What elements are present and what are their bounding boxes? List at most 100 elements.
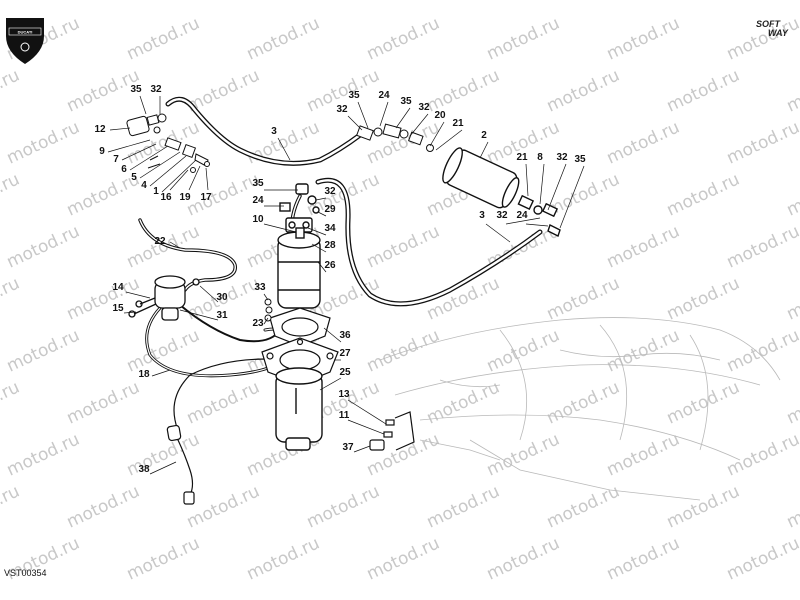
leader-line bbox=[485, 223, 511, 243]
callout-35: 35 bbox=[130, 84, 142, 95]
watermark-text: motod.ru bbox=[4, 429, 83, 480]
pump-flange bbox=[269, 307, 331, 347]
regulator bbox=[128, 275, 200, 321]
leader-line bbox=[429, 121, 445, 147]
callout-20: 20 bbox=[434, 110, 446, 121]
watermark-text: motod.ru bbox=[784, 377, 800, 428]
watermark-text: motod.ru bbox=[484, 13, 563, 64]
pump-housing bbox=[275, 367, 323, 451]
leader-line bbox=[149, 461, 177, 475]
watermark-text: motod.ru bbox=[784, 273, 800, 324]
watermark-text: motod.ru bbox=[604, 117, 683, 168]
watermark-text: motod.ru bbox=[4, 325, 83, 376]
callout-33: 33 bbox=[254, 282, 266, 293]
callout-2: 2 bbox=[481, 130, 487, 141]
watermark-text: motod.ru bbox=[364, 325, 443, 376]
callout-1: 1 bbox=[153, 186, 159, 197]
leader-lines bbox=[107, 95, 585, 475]
watermark-text: motod.ru bbox=[364, 117, 443, 168]
callout-19: 19 bbox=[179, 192, 191, 203]
fittings-left bbox=[126, 113, 210, 173]
leader-line bbox=[151, 369, 171, 377]
watermark-text: motod.ru bbox=[664, 65, 743, 116]
watermark-text: motod.ru bbox=[424, 65, 503, 116]
ducati-logo: DUCATI bbox=[6, 18, 44, 64]
callout-3: 3 bbox=[479, 210, 485, 221]
watermark-text: motod.ru bbox=[64, 481, 143, 532]
callout-28: 28 bbox=[324, 240, 336, 251]
leader-line bbox=[188, 165, 201, 191]
callout-4: 4 bbox=[141, 180, 147, 191]
leader-line bbox=[395, 107, 411, 129]
callout-21: 21 bbox=[452, 118, 464, 129]
callout-5: 5 bbox=[131, 172, 137, 183]
leader-line bbox=[319, 377, 342, 391]
leader-line bbox=[505, 217, 541, 225]
callout-38: 38 bbox=[138, 464, 150, 475]
watermark-text: motod.ru bbox=[184, 169, 263, 220]
callout-36: 36 bbox=[339, 330, 351, 341]
leader-line bbox=[409, 113, 429, 137]
drawing-code: VST00354 bbox=[4, 568, 47, 578]
leader-line bbox=[317, 261, 327, 273]
leader-line bbox=[149, 155, 187, 187]
leader-line bbox=[277, 137, 291, 161]
callout-32: 32 bbox=[496, 210, 508, 221]
leader-line bbox=[205, 167, 209, 191]
fuel-pump bbox=[277, 183, 321, 309]
watermark-text: motod.ru bbox=[0, 377, 23, 428]
callout-32: 32 bbox=[150, 84, 162, 95]
leader-line bbox=[263, 293, 269, 301]
watermark-text: motod.ru bbox=[664, 273, 743, 324]
watermark-text: motod.ru bbox=[124, 325, 203, 376]
watermark-text: motod.ru bbox=[604, 533, 683, 584]
callout-12: 12 bbox=[94, 124, 106, 135]
callout-23: 23 bbox=[252, 318, 264, 329]
callout-34: 34 bbox=[324, 223, 336, 234]
watermark-text: motod.ru bbox=[544, 481, 623, 532]
watermark-text: motod.ru bbox=[544, 377, 623, 428]
watermark-text: motod.ru bbox=[724, 429, 800, 480]
callout-32: 32 bbox=[324, 186, 336, 197]
logo-text: DUCATI bbox=[18, 30, 33, 35]
leader-line bbox=[161, 159, 197, 193]
watermark-text: motod.ru bbox=[244, 533, 323, 584]
hoses bbox=[138, 96, 543, 496]
callout-14: 14 bbox=[112, 282, 124, 293]
watermark-text: motod.ru bbox=[604, 13, 683, 64]
callout-32: 32 bbox=[556, 152, 568, 163]
watermark-text: motod.ru bbox=[304, 481, 383, 532]
callout-16: 16 bbox=[160, 192, 172, 203]
callout-11: 11 bbox=[339, 410, 350, 421]
watermark-text: motod.ru bbox=[604, 325, 683, 376]
callout-8: 8 bbox=[537, 152, 543, 163]
leader-line bbox=[123, 311, 137, 314]
callout-35: 35 bbox=[400, 96, 412, 107]
bracket-13 bbox=[369, 411, 415, 451]
watermark-text: motod.ru bbox=[484, 533, 563, 584]
callout-37: 37 bbox=[342, 442, 354, 453]
software-mark: SOFT WAY bbox=[756, 20, 788, 38]
callout-30: 30 bbox=[216, 292, 228, 303]
watermark-text: motod.ru bbox=[724, 117, 800, 168]
watermark-text: motod.ru bbox=[424, 481, 503, 532]
leader-line bbox=[169, 241, 181, 249]
leader-line bbox=[307, 227, 327, 236]
leader-line bbox=[323, 327, 342, 343]
leader-line bbox=[353, 445, 371, 453]
watermark-text: motod.ru bbox=[784, 481, 800, 532]
leader-line bbox=[379, 101, 389, 127]
callout-24: 24 bbox=[516, 210, 528, 221]
callout-26: 26 bbox=[324, 260, 336, 271]
callout-35: 35 bbox=[252, 178, 264, 189]
callout-35: 35 bbox=[348, 90, 360, 101]
watermark-text: motod.ru bbox=[364, 533, 443, 584]
leader-line bbox=[315, 197, 327, 201]
leader-line bbox=[539, 163, 545, 205]
leader-line bbox=[125, 291, 151, 299]
fuel-filter bbox=[442, 147, 561, 237]
watermark-text: motod.ru bbox=[0, 481, 23, 532]
callout-9: 9 bbox=[99, 146, 105, 157]
watermark-text: motod.ru bbox=[784, 65, 800, 116]
